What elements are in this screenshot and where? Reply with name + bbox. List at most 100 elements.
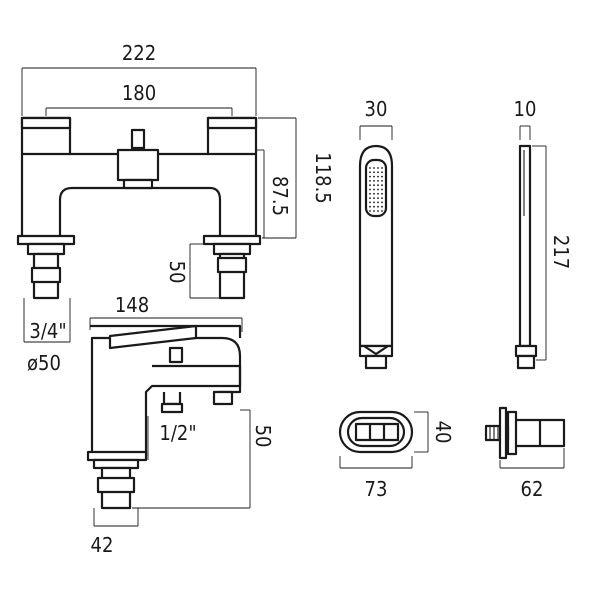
spray-nozzle: [381, 210, 383, 212]
spray-nozzle: [373, 175, 375, 178]
right-tail-nut: [216, 256, 248, 274]
spray-nozzles: [369, 167, 383, 212]
spray-nozzle: [369, 180, 371, 182]
label-wall-outlet-depth: 62: [521, 477, 544, 501]
label-overall-width: 222: [122, 41, 156, 65]
spray-nozzle: [377, 188, 379, 191]
spout-aerator: [212, 390, 234, 406]
spray-nozzle: [373, 188, 375, 191]
spray-nozzle: [377, 171, 379, 174]
label-handset-depth: 10: [514, 97, 537, 121]
diverter-outlet: [122, 178, 154, 190]
label-basin-flange: 42: [91, 533, 114, 557]
right-handle: [206, 116, 258, 130]
spray-nozzle: [373, 184, 375, 187]
spray-nozzle: [377, 197, 379, 200]
label-handset-width: 30: [365, 97, 388, 121]
spray-nozzle: [373, 171, 375, 174]
spray-nozzle: [381, 180, 383, 182]
spray-nozzle: [381, 197, 383, 200]
right-nut: [212, 242, 252, 256]
basin-tail-nut: [96, 476, 136, 494]
spray-nozzle: [381, 171, 383, 174]
spray-nozzle: [373, 167, 375, 169]
left-nut: [26, 242, 66, 256]
wall-outlet-front-dimensions: [339, 411, 429, 469]
spray-nozzle: [373, 205, 375, 208]
spray-nozzle: [381, 167, 383, 169]
left-handle: [20, 116, 72, 130]
spray-nozzle: [381, 192, 383, 195]
basin-flange: [86, 450, 148, 462]
label-flange-diameter: ø50: [27, 351, 61, 375]
spray-nozzle: [369, 184, 371, 187]
hose-connector-nut: [160, 402, 184, 414]
spray-nozzle: [377, 210, 379, 212]
spray-nozzle: [373, 197, 375, 200]
label-thread-bath: 3/4": [29, 319, 66, 343]
spray-nozzle: [381, 201, 383, 204]
label-wall-outlet-height: 40: [431, 421, 455, 444]
spray-nozzle: [369, 167, 371, 169]
label-basin-projection: 148: [115, 293, 149, 317]
label-wall-outlet-width: 73: [365, 477, 388, 501]
spray-nozzle: [377, 205, 379, 208]
spray-nozzle: [381, 184, 383, 187]
spray-nozzle: [381, 175, 383, 178]
outlet-wall-line: [498, 406, 508, 460]
lever-handle: [108, 324, 198, 350]
label-centres: 180: [122, 81, 156, 105]
diverter-knob: [130, 128, 146, 150]
spray-nozzle: [377, 180, 379, 182]
spray-nozzle: [373, 192, 375, 195]
spray-nozzle: [377, 167, 379, 169]
spray-nozzle: [369, 188, 371, 191]
side-view-dimensions: [89, 317, 251, 527]
spray-nozzle: [373, 201, 375, 204]
wall-outlet-side: [484, 406, 566, 460]
spray-nozzle: [381, 188, 383, 191]
handset-side-collar: [514, 344, 538, 358]
bath-filler-dimensions: [21, 67, 297, 343]
button-frame: [354, 422, 400, 442]
spray-nozzle: [369, 171, 371, 174]
label-basin-tail: 50: [251, 425, 275, 448]
handset-side-dimensions: [519, 125, 547, 361]
tap-body: [90, 336, 242, 458]
outlet-side-plate: [506, 410, 518, 456]
handset-front-dimension: [359, 125, 393, 140]
hose-cone: [364, 354, 388, 370]
side-view-tap: [86, 324, 242, 510]
label-height-total: 118.5: [311, 152, 335, 204]
spray-nozzle: [369, 175, 371, 178]
side-diverter-knob: [168, 346, 184, 364]
spray-nozzle: [369, 210, 371, 212]
label-height-spout: 87.5: [268, 176, 292, 216]
collar-detail: [363, 345, 389, 356]
spray-nozzle: [377, 175, 379, 178]
left-tail-nut: [30, 266, 62, 284]
handset-side-cone: [516, 354, 536, 370]
label-tail-length: 50: [165, 261, 189, 284]
spray-nozzle: [377, 201, 379, 204]
wall-outlet-side-dimensions: [499, 448, 565, 469]
spray-nozzle: [381, 205, 383, 208]
basin-nut: [92, 458, 140, 470]
spray-nozzle: [377, 192, 379, 195]
top-plate: [90, 324, 242, 338]
spray-nozzle: [369, 197, 371, 200]
right-flange: [202, 234, 262, 246]
label-thread-basin: 1/2": [159, 421, 196, 445]
diverter-body: [116, 148, 160, 182]
spray-nozzle: [373, 180, 375, 182]
label-handset-length: 217: [549, 235, 573, 269]
wall-outlet-front: [338, 410, 414, 454]
handset-front: [358, 144, 394, 370]
handset-side-body: [518, 144, 532, 348]
handset-side: [514, 144, 538, 370]
left-flange: [16, 234, 76, 246]
hose-connector: [162, 392, 182, 406]
spray-nozzle: [369, 192, 371, 195]
